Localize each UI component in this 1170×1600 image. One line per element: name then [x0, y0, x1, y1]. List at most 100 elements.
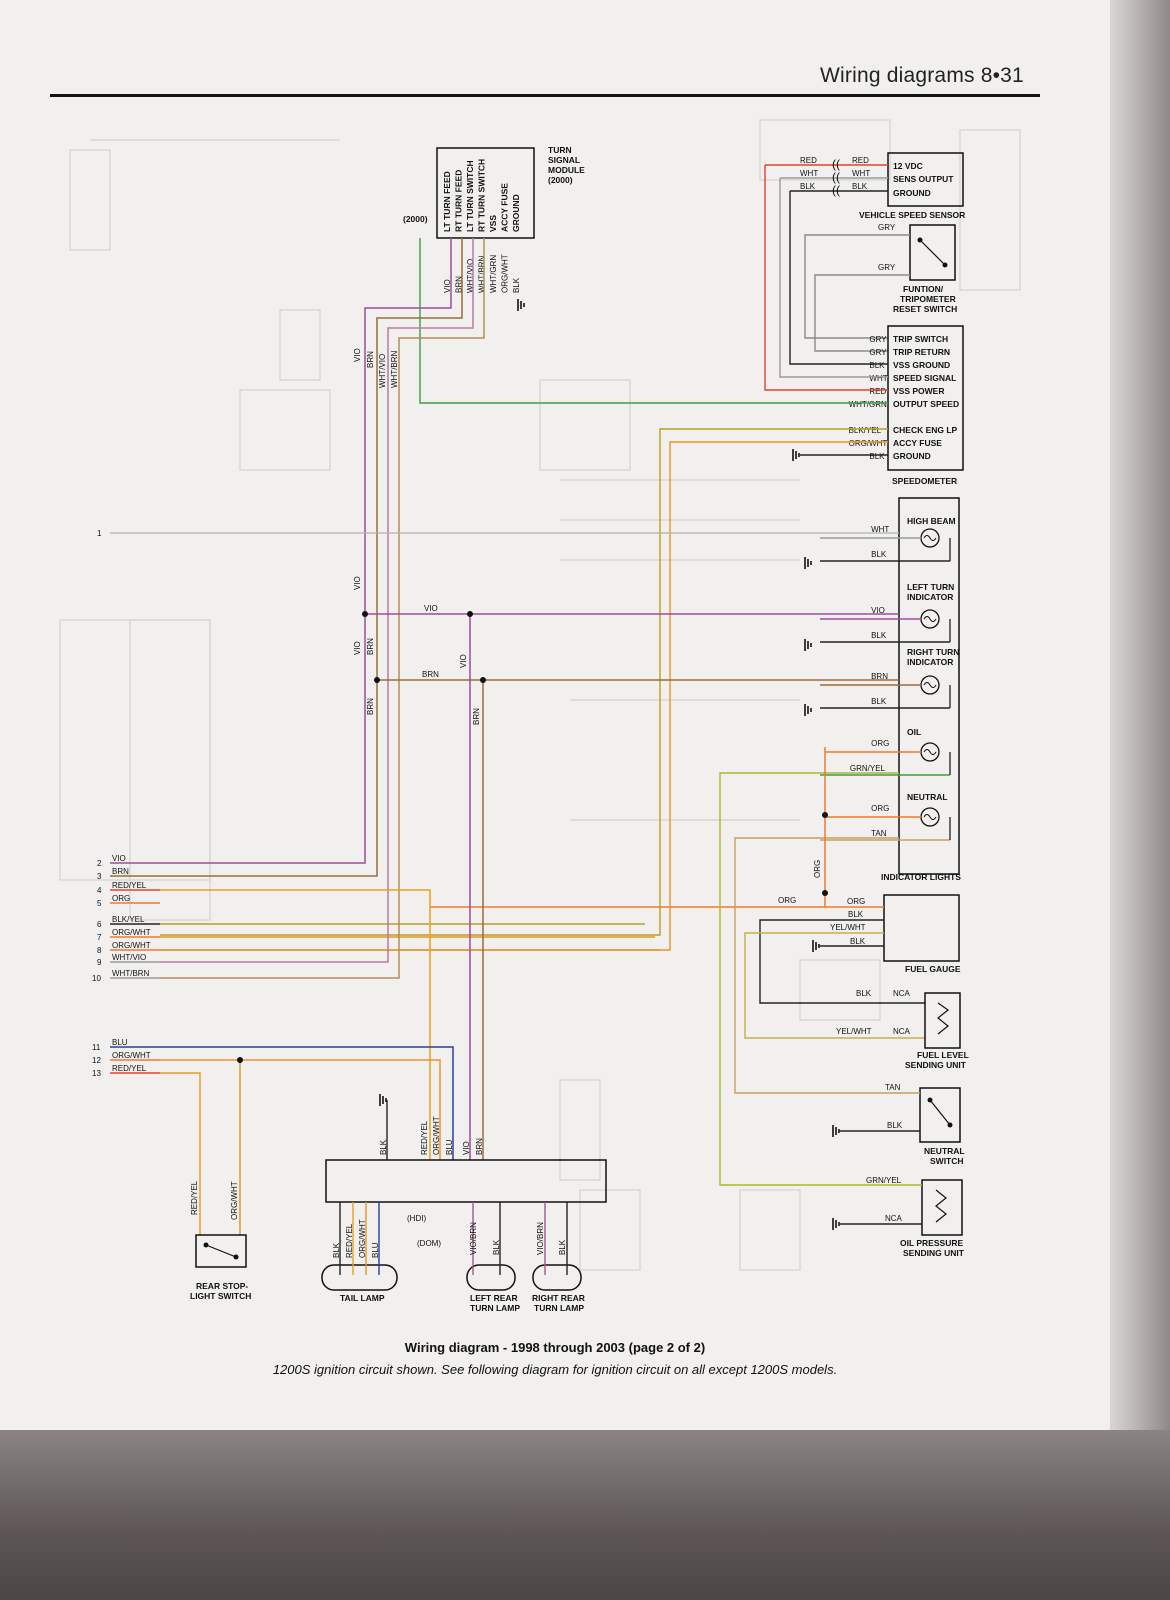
page-header-title: Wiring diagrams 8•31 — [820, 64, 1024, 87]
vlabel-whtvio: WHT/VIO — [378, 354, 387, 388]
ground-icon — [812, 940, 820, 952]
vlabel-brn-1: BRN — [366, 351, 375, 368]
conn-pin-9: 9 — [97, 958, 102, 967]
left-rear-wire-blk: BLK — [492, 1239, 501, 1255]
conn-wire-3: BRN — [112, 867, 129, 876]
speedo-wire-label-1: GRY — [869, 348, 887, 357]
rear-wire-orgwht: ORG/WHT — [432, 1116, 441, 1155]
tsm-title-3: MODULE — [548, 165, 585, 175]
stop-title-1: REAR STOP- — [196, 1281, 248, 1291]
neutral-switch-title-1: NEUTRAL — [924, 1146, 965, 1156]
ground-icon — [832, 1125, 840, 1137]
speedo-pin-6: CHECK ENG LP — [893, 425, 958, 435]
fuel-gauge-wire-blk2: BLK — [850, 937, 866, 946]
tsm-wire-label-6: BLK — [512, 277, 521, 293]
lamp-filament-4 — [923, 814, 937, 820]
lamp-title-1-0: LEFT TURN — [907, 582, 954, 592]
lamp-wire-label-a-3: ORG — [871, 739, 889, 748]
speedo-pin-2: VSS GROUND — [893, 360, 950, 370]
fuel-sender-nca-1: NCA — [893, 989, 911, 998]
oil-sender-title-1: OIL PRESSURE — [900, 1238, 963, 1248]
conn-wire-5: ORG — [112, 894, 130, 903]
vss-wire-left-wht: WHT — [800, 169, 818, 178]
lamp-title-4-0: NEUTRAL — [907, 792, 948, 802]
vlabel-vio-3: VIO — [353, 641, 362, 655]
fuel-sender-wire-blk: BLK — [856, 989, 872, 998]
ground-icon — [792, 449, 800, 461]
speedo-wire-label-6: BLK/YEL — [849, 426, 882, 435]
svg-text:((: (( — [832, 157, 840, 171]
lamp-title-1-1: INDICATOR — [907, 592, 953, 602]
speedo-wire-label-7: ORG/WHT — [849, 439, 888, 448]
vss-pin-12vdc: 12 VDC — [893, 161, 923, 171]
reset-title-3: RESET SWITCH — [893, 304, 957, 314]
conn-wire-9: WHT/VIO — [112, 953, 146, 962]
conn-wire-10: WHT/BRN — [112, 969, 150, 978]
rear-wire-redyel: RED/YEL — [420, 1120, 429, 1155]
stop-wire-redyel: RED/YEL — [190, 1180, 199, 1215]
lamp-title-0-0: HIGH BEAM — [907, 516, 956, 526]
rear-wire-brn: BRN — [475, 1138, 484, 1155]
speedo-pin-4: VSS POWER — [893, 386, 944, 396]
fuel-sender-wire-yelwht: YEL/WHT — [836, 1027, 872, 1036]
speedo-pin-5: OUTPUT SPEED — [893, 399, 959, 409]
lamp-wire-label-a-1: VIO — [871, 606, 885, 615]
lamp-wire-label-b-4: TAN — [871, 829, 887, 838]
conn-wire-6: BLK/YEL — [112, 915, 145, 924]
conn-pin-12: 12 — [92, 1056, 101, 1065]
tail-wire-orgwht: ORG/WHT — [358, 1219, 367, 1258]
ground-icon — [804, 639, 812, 651]
ghost-bleedthrough — [59, 119, 1021, 1271]
lamp-wire-label-a-2: BRN — [871, 672, 888, 681]
left-rear-title-1: LEFT REAR — [470, 1293, 518, 1303]
oil-sender-wire-nca: NCA — [885, 1214, 903, 1223]
ground-icon — [832, 1218, 840, 1230]
right-rear-wire-blk: BLK — [558, 1239, 567, 1255]
tsm-pin-4: VSS — [488, 215, 498, 232]
left-rear-title-2: TURN LAMP — [470, 1303, 520, 1313]
rear-harness-connector: BLK RED/YEL ORG/WHT BLU VIO BRN — [325, 1100, 607, 1203]
reset-title-1: FUNTION/ — [903, 284, 944, 294]
tail-wire-blu: BLU — [371, 1242, 380, 1258]
page-edge — [1110, 0, 1170, 1430]
trunk-wires: VIO BRN WHT/VIO WHT/BRN VIO BRN VIO BRN … — [110, 238, 899, 1235]
conn-pin-2: 2 — [97, 859, 102, 868]
conn-wire-13: RED/YEL — [112, 1064, 147, 1073]
vlabel-vio-2: VIO — [353, 576, 362, 590]
speedo-pin-8: GROUND — [893, 451, 931, 461]
oil-pressure-sending-unit: GRN/YEL NCA OIL PRESSURE SENDING UNIT — [719, 772, 965, 1258]
fuel-gauge-title: FUEL GAUGE — [905, 964, 961, 974]
fuel-level-sending-unit: BLK YEL/WHT NCA NCA FUEL LEVEL SENDING U… — [836, 989, 969, 1070]
vss-pin-sens-output: SENS OUTPUT — [893, 174, 954, 184]
vss-wire-right-wht: WHT — [852, 169, 870, 178]
rear-wire-blu: BLU — [445, 1139, 454, 1155]
tsm-wire-label-4: WHT/GRN — [489, 255, 498, 293]
conn-wire-4: RED/YEL — [112, 881, 147, 890]
vss-wire-left-blk: BLK — [800, 182, 816, 191]
tsm-wire-label-0: VIO — [443, 279, 452, 293]
speedo-wire-label-4: RED — [869, 387, 886, 396]
rear-wire-vio: VIO — [462, 1141, 471, 1155]
vlabel-brn-4: BRN — [472, 708, 481, 725]
fuel-gauge-wire-yelwht: YEL/WHT — [830, 923, 866, 932]
vlabel-brn-2: BRN — [366, 638, 375, 655]
neutral-switch-wire-tan: TAN — [885, 1083, 901, 1092]
splice-label-brn: BRN — [422, 670, 439, 679]
lamp-filament-2 — [923, 682, 937, 688]
speedo-wire-label-0: GRY — [869, 335, 887, 344]
vlabel-org: ORG — [813, 860, 822, 878]
speedo-pin-3: SPEED SIGNAL — [893, 373, 956, 383]
diagram-caption-subtitle: 1200S ignition circuit shown. See follow… — [272, 1362, 838, 1377]
conn-wire-11: BLU — [112, 1038, 128, 1047]
rear-stoplight-switch: RED/YEL ORG/WHT REAR STOP- LIGHT SWITCH — [190, 1180, 251, 1301]
lamp-title-3-0: OIL — [907, 727, 921, 737]
fuel-sender-title-1: FUEL LEVEL — [917, 1050, 969, 1060]
conn-pin-11: 11 — [92, 1043, 101, 1052]
tsm-pin-0: LT TURN FEED — [442, 171, 452, 232]
neutral-switch-wire-blk: BLK — [887, 1121, 903, 1130]
lamp-wire-label-b-1: BLK — [871, 631, 887, 640]
manual-page — [0, 0, 1110, 1600]
vss-pin-ground: GROUND — [893, 188, 931, 198]
tsm-wire-label-1: BRN — [455, 276, 464, 293]
